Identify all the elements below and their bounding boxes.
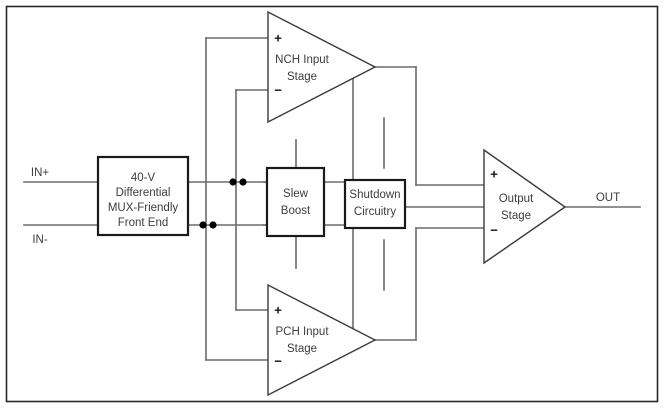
slew-boost-rect <box>265 166 326 238</box>
pch-input-stage-triangle <box>267 283 377 397</box>
junction-dot-lower-left <box>199 221 207 229</box>
pch-label-line-1: PCH Input <box>275 326 329 338</box>
pch-label-line-2: Stage <box>287 343 317 355</box>
shutdown-line-2: Circuitry <box>354 206 396 218</box>
junction-dot-upper-right <box>239 178 247 186</box>
output-minus-sign: − <box>490 222 498 237</box>
nch-minus-sign: − <box>274 82 282 97</box>
front-end-line-2: Differential <box>116 187 171 199</box>
front-end-block: 40-V Differential MUX-Friendly Front End <box>96 155 190 237</box>
nch-plus-sign: + <box>274 30 282 45</box>
port-label-in-minus: IN- <box>32 234 48 246</box>
output-stage: + − Output Stage <box>483 148 567 265</box>
wire-layer <box>23 37 641 361</box>
shutdown-circuitry-block: Shutdown Circuitry <box>343 178 407 230</box>
junction-dot-lower-right <box>209 221 217 229</box>
nch-input-stage: + − NCH Input Stage <box>267 10 377 124</box>
output-label-line-2: Stage <box>501 210 531 222</box>
output-plus-sign: + <box>490 166 498 181</box>
front-end-line-3: MUX-Friendly <box>108 202 179 214</box>
slew-boost-line-2: Boost <box>281 205 311 217</box>
nch-label-line-1: NCH Input <box>275 54 329 66</box>
port-label-out: OUT <box>596 192 620 204</box>
slew-boost-line-1: Slew <box>283 188 309 200</box>
junction-layer <box>199 178 247 229</box>
nch-label-line-2: Stage <box>287 71 317 83</box>
pch-minus-sign: − <box>274 353 282 368</box>
port-label-in-plus: IN+ <box>31 167 50 179</box>
output-label-line-1: Output <box>499 193 534 205</box>
front-end-line-4: Front End <box>118 217 169 229</box>
figure-border <box>5 5 659 403</box>
output-stage-triangle <box>483 148 567 265</box>
shutdown-line-1: Shutdown <box>349 189 400 201</box>
front-end-block-rect <box>96 155 190 237</box>
pch-plus-sign: + <box>274 302 282 317</box>
nch-input-stage-triangle <box>267 10 377 124</box>
pch-input-stage: + − PCH Input Stage <box>267 283 377 397</box>
front-end-line-1: 40-V <box>131 172 156 184</box>
junction-dot-upper-left <box>229 178 237 186</box>
shutdown-rect <box>343 178 407 230</box>
slew-boost-block: Slew Boost <box>265 166 326 238</box>
